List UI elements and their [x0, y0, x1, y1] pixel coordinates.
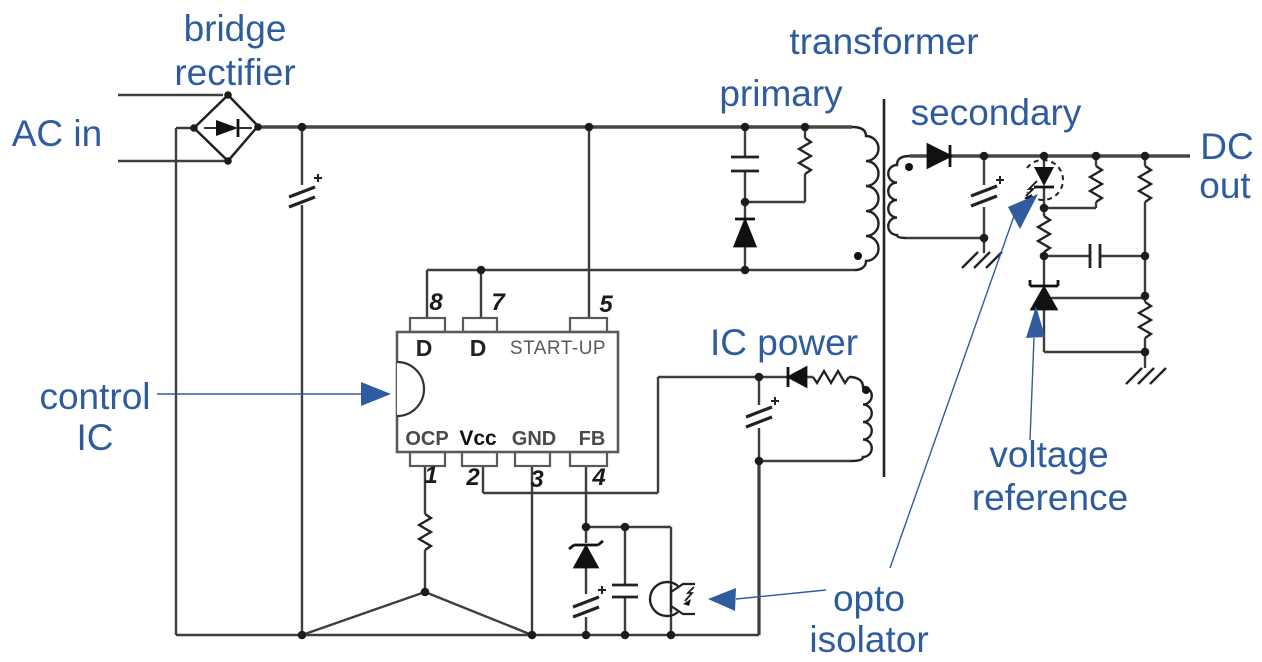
fb-electrolytic-capacitor: [572, 595, 600, 619]
compensation-capacitor: [1088, 244, 1102, 268]
opto-led-callout-arrow: [889, 194, 1038, 569]
divider-ground-icon: [1125, 367, 1167, 385]
electrolytic-capacitors: [288, 174, 1004, 619]
control-ic-callout-arrow: [157, 382, 391, 406]
aux-series-resistor: [812, 368, 850, 386]
label-bridge-line2: rectifier: [174, 52, 295, 93]
left-return-wire: [174, 126, 194, 635]
primary-winding: [851, 125, 880, 272]
ic-pin8-stub: [408, 316, 447, 334]
opto-led-diode-icon: [1034, 167, 1054, 186]
transformer-symbol: [848, 99, 913, 477]
snubber-capacitor: [731, 155, 759, 173]
ic-pin4-number: 4: [591, 464, 605, 491]
opto-transistor: [648, 580, 695, 618]
secondary-phase-dot: [905, 163, 913, 171]
secondary-rectifier-diode-icon: [926, 142, 954, 170]
voltage-reference-symbol: [1028, 280, 1060, 311]
secondary-capacitor: [970, 184, 998, 208]
label-ic-power: IC power: [710, 322, 858, 363]
ground-symbols: [961, 251, 1167, 385]
diodes: [568, 142, 954, 569]
ic-pin3-number: 3: [530, 466, 544, 493]
label-dc-out-line1: DC: [1200, 126, 1253, 167]
label-ac-in: AC in: [12, 113, 102, 154]
divider-top-resistor: [1136, 165, 1154, 203]
label-secondary: secondary: [911, 92, 1082, 133]
ic-pin3-stub: [513, 450, 552, 468]
bulk-capacitor: [288, 185, 316, 209]
vref-wires: [1042, 256, 1145, 354]
junction-dots: [297, 122, 1150, 640]
snubber-wires: [743, 127, 807, 270]
ic-label-d-pin7: D: [470, 335, 487, 361]
opto-led: [1024, 159, 1064, 201]
aux-rectifier-diode-icon: [786, 365, 808, 389]
primary-phase-dot: [854, 252, 862, 260]
ic-label-ocp: OCP: [405, 428, 448, 450]
ic-pin7-stub: [461, 316, 499, 334]
ic-label-d-pin8: D: [416, 335, 433, 361]
control-ic: 8 7 5 1 2 3 4 D D START-UP OCP Vcc GND F…: [395, 289, 620, 493]
ic-pin1-number: 1: [424, 462, 437, 489]
label-control-line1: control: [39, 376, 150, 417]
zener-diode-icon: [568, 539, 604, 569]
label-opto-line2: isolator: [809, 619, 928, 660]
ic-pin8-number: 8: [429, 289, 443, 316]
vref-series-resistor: [1035, 215, 1053, 253]
ic-label-fb: FB: [579, 428, 606, 450]
opto-led-emission-arrow: [1025, 180, 1038, 197]
ic-pin5-stub: [568, 316, 609, 334]
secondary-winding: [887, 154, 911, 240]
film-capacitors: [612, 155, 1102, 599]
ic-label-startup: START-UP: [510, 338, 606, 359]
annotation-labels: bridge rectifier AC in transformer prima…: [12, 8, 1254, 660]
ic-label-vcc: Vcc: [459, 427, 497, 450]
divider-bottom-resistor: [1136, 301, 1154, 339]
wires: [118, 93, 1190, 637]
label-voltage-ref-line1: voltage: [989, 434, 1108, 475]
label-primary: primary: [719, 73, 843, 114]
snubber-diode-icon: [732, 217, 758, 248]
fb-film-capacitor: [612, 583, 638, 599]
opto-led-bias-resistor: [1087, 165, 1105, 203]
opto-led-wires: [1042, 156, 1098, 210]
label-voltage-ref-line2: reference: [972, 477, 1128, 518]
secondary-ground-icon: [961, 251, 1003, 269]
bridge-diode-icon: [216, 120, 238, 136]
ac-input-wires: [118, 93, 225, 163]
drain-line: [425, 268, 855, 318]
ic-body: [395, 330, 620, 454]
opto-light-arrow: [684, 586, 695, 602]
callouts: [157, 194, 1045, 611]
label-opto-line1: opto: [833, 578, 905, 619]
voltage-reference-callout-arrow: [1026, 306, 1045, 441]
opto-led-package-arc: [1026, 159, 1064, 201]
aux-capacitor: [745, 405, 773, 429]
vcc-feed-line: [481, 375, 759, 495]
opto-transistor-callout-arrow: [708, 588, 827, 611]
aux-phase-dot: [862, 386, 870, 394]
ocp-wires: [301, 466, 533, 637]
label-transformer: transformer: [789, 21, 978, 62]
label-dc-out-line2: out: [1199, 165, 1251, 206]
label-bridge-line1: bridge: [184, 8, 287, 49]
resistors: [416, 137, 1154, 551]
bridge-rectifier-symbol: [190, 91, 262, 165]
ic-notch: [396, 360, 426, 418]
ocp-sense-resistor: [416, 513, 434, 551]
snubber-resistor: [796, 137, 814, 175]
ic-pin5-number: 5: [599, 291, 613, 318]
ic-pin7-number: 7: [491, 289, 506, 316]
ic-pin2-number: 2: [465, 464, 480, 491]
ic-label-gnd: GND: [512, 428, 556, 450]
opto-transistor-circle: [648, 580, 679, 618]
label-control-line2: IC: [77, 417, 114, 458]
